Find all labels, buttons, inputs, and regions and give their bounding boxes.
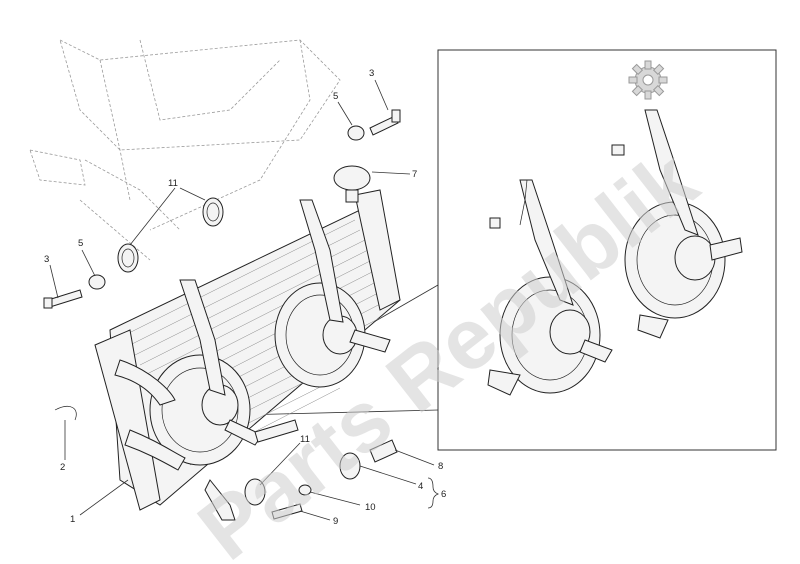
grommet-11-b: [202, 197, 224, 227]
callout-9: 9: [333, 516, 338, 527]
lower-mounting-bracket: [204, 419, 299, 521]
spacer-8: [369, 439, 398, 463]
callout-7: 7: [412, 169, 417, 180]
clamp-2: [54, 406, 77, 421]
callout-6: 6: [441, 489, 446, 500]
radiator-fan-left: [149, 279, 263, 466]
callout-2: 2: [60, 462, 65, 473]
detail-inset-box: [437, 49, 777, 451]
radiator-hoses: [114, 359, 186, 471]
spacer-5-left: [88, 274, 106, 290]
detail-fan-right: [611, 109, 743, 339]
bolt-3-top: [369, 109, 401, 136]
grommet-11-lower: [244, 478, 266, 506]
callout-1: 1: [70, 514, 75, 525]
radiator-cap: [333, 165, 371, 203]
washer-10: [298, 484, 312, 496]
callout-labels: 1 2 3 5 11 3 5 7 11 8 4 6 10 9: [44, 68, 446, 527]
detail-fan-left: [487, 179, 613, 396]
bolt-9: [271, 503, 303, 520]
spacer-5-top: [347, 125, 365, 141]
callout-10: 10: [365, 502, 376, 513]
callout-3-left: 3: [44, 254, 49, 265]
motorcycle-frame: [29, 39, 341, 261]
radiator-fan-right: [274, 199, 391, 388]
callout-11-lower: 11: [300, 434, 310, 445]
gear-icon: [628, 60, 668, 100]
callout-8: 8: [438, 461, 443, 472]
callout-5-left: 5: [78, 238, 83, 249]
callout-3-top: 3: [369, 68, 374, 79]
callout-11-upper: 11: [168, 178, 178, 189]
grommet-11-a: [117, 243, 139, 273]
leader-lines: [49, 79, 440, 521]
callout-5-top: 5: [333, 91, 338, 102]
bolt-3-left: [43, 289, 83, 309]
callout-4: 4: [418, 481, 423, 492]
